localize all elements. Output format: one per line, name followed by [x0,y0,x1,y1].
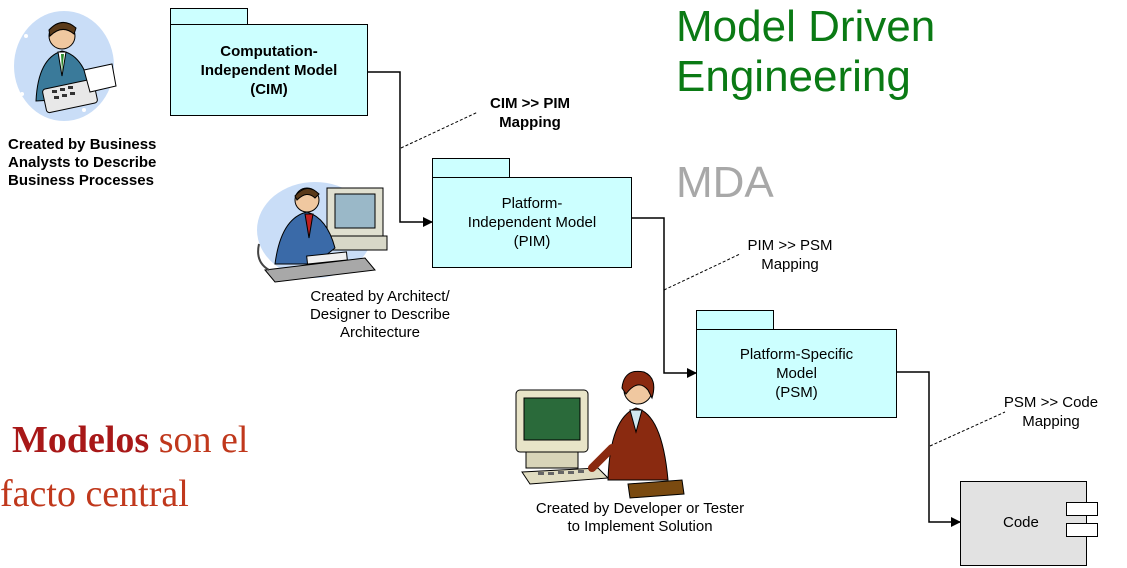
cim-to-pim-connector [367,71,433,227]
code-component: Code [960,481,1087,566]
title-line1: Model Driven [676,2,936,51]
psm-label-line1: Platform-Specific [739,346,854,363]
pim-label-line1: Platform- [501,195,563,212]
analyst-caption: Created by Business Analysts to Describe… [8,136,157,189]
pim-to-psm-connector [632,217,697,378]
developer-caption: Created by Developer or Tester to Implem… [535,500,745,535]
cim-label-line3: (CIM) [250,80,288,98]
cim-label-line2: Independent Model [200,61,338,79]
architect-caption: Created by Architect/ Designer to Descri… [309,288,451,341]
title-line2: Engineering [676,52,911,101]
pim-psm-mapping-leader [663,253,741,291]
modelos-emphasis: Modelos [12,419,150,461]
psm-code-mapping-leader [929,411,1006,447]
pim-package-tab [432,158,510,178]
page-title: Model Driven Engineering [676,2,935,102]
modelos-statement: Modelos son el [12,418,248,462]
psm-to-code-connector [897,371,961,527]
pim-psm-mapping-label: PIM >> PSM Mapping [747,237,833,273]
psm-label-line2: Model [776,365,817,382]
psm-package-tab [696,310,774,330]
pim-package: Platform- Independent Model (PIM) [432,177,632,268]
mda-subtitle: MDA [676,158,774,207]
psm-label-line3: (PSM) [775,384,818,401]
cim-package: Computation- Independent Model (CIM) [170,24,368,116]
pim-label-line3: (PIM) [513,233,551,250]
component-lug-bottom [1066,523,1098,537]
cim-pim-mapping-label: CIM >> PIM Mapping [489,95,571,131]
cim-label-line1: Computation- [220,42,318,60]
pim-label-line2: Independent Model [467,214,597,231]
component-lug-top [1066,502,1098,516]
facto-central-line: facto central [0,473,189,515]
code-label: Code [1003,514,1039,531]
modelos-rest: son el [149,419,249,461]
cim-pim-mapping-leader [400,111,479,149]
cim-package-tab [170,8,248,25]
psm-package: Platform-Specific Model (PSM) [696,329,897,418]
psm-code-mapping-label: PSM >> Code Mapping [1003,394,1099,430]
